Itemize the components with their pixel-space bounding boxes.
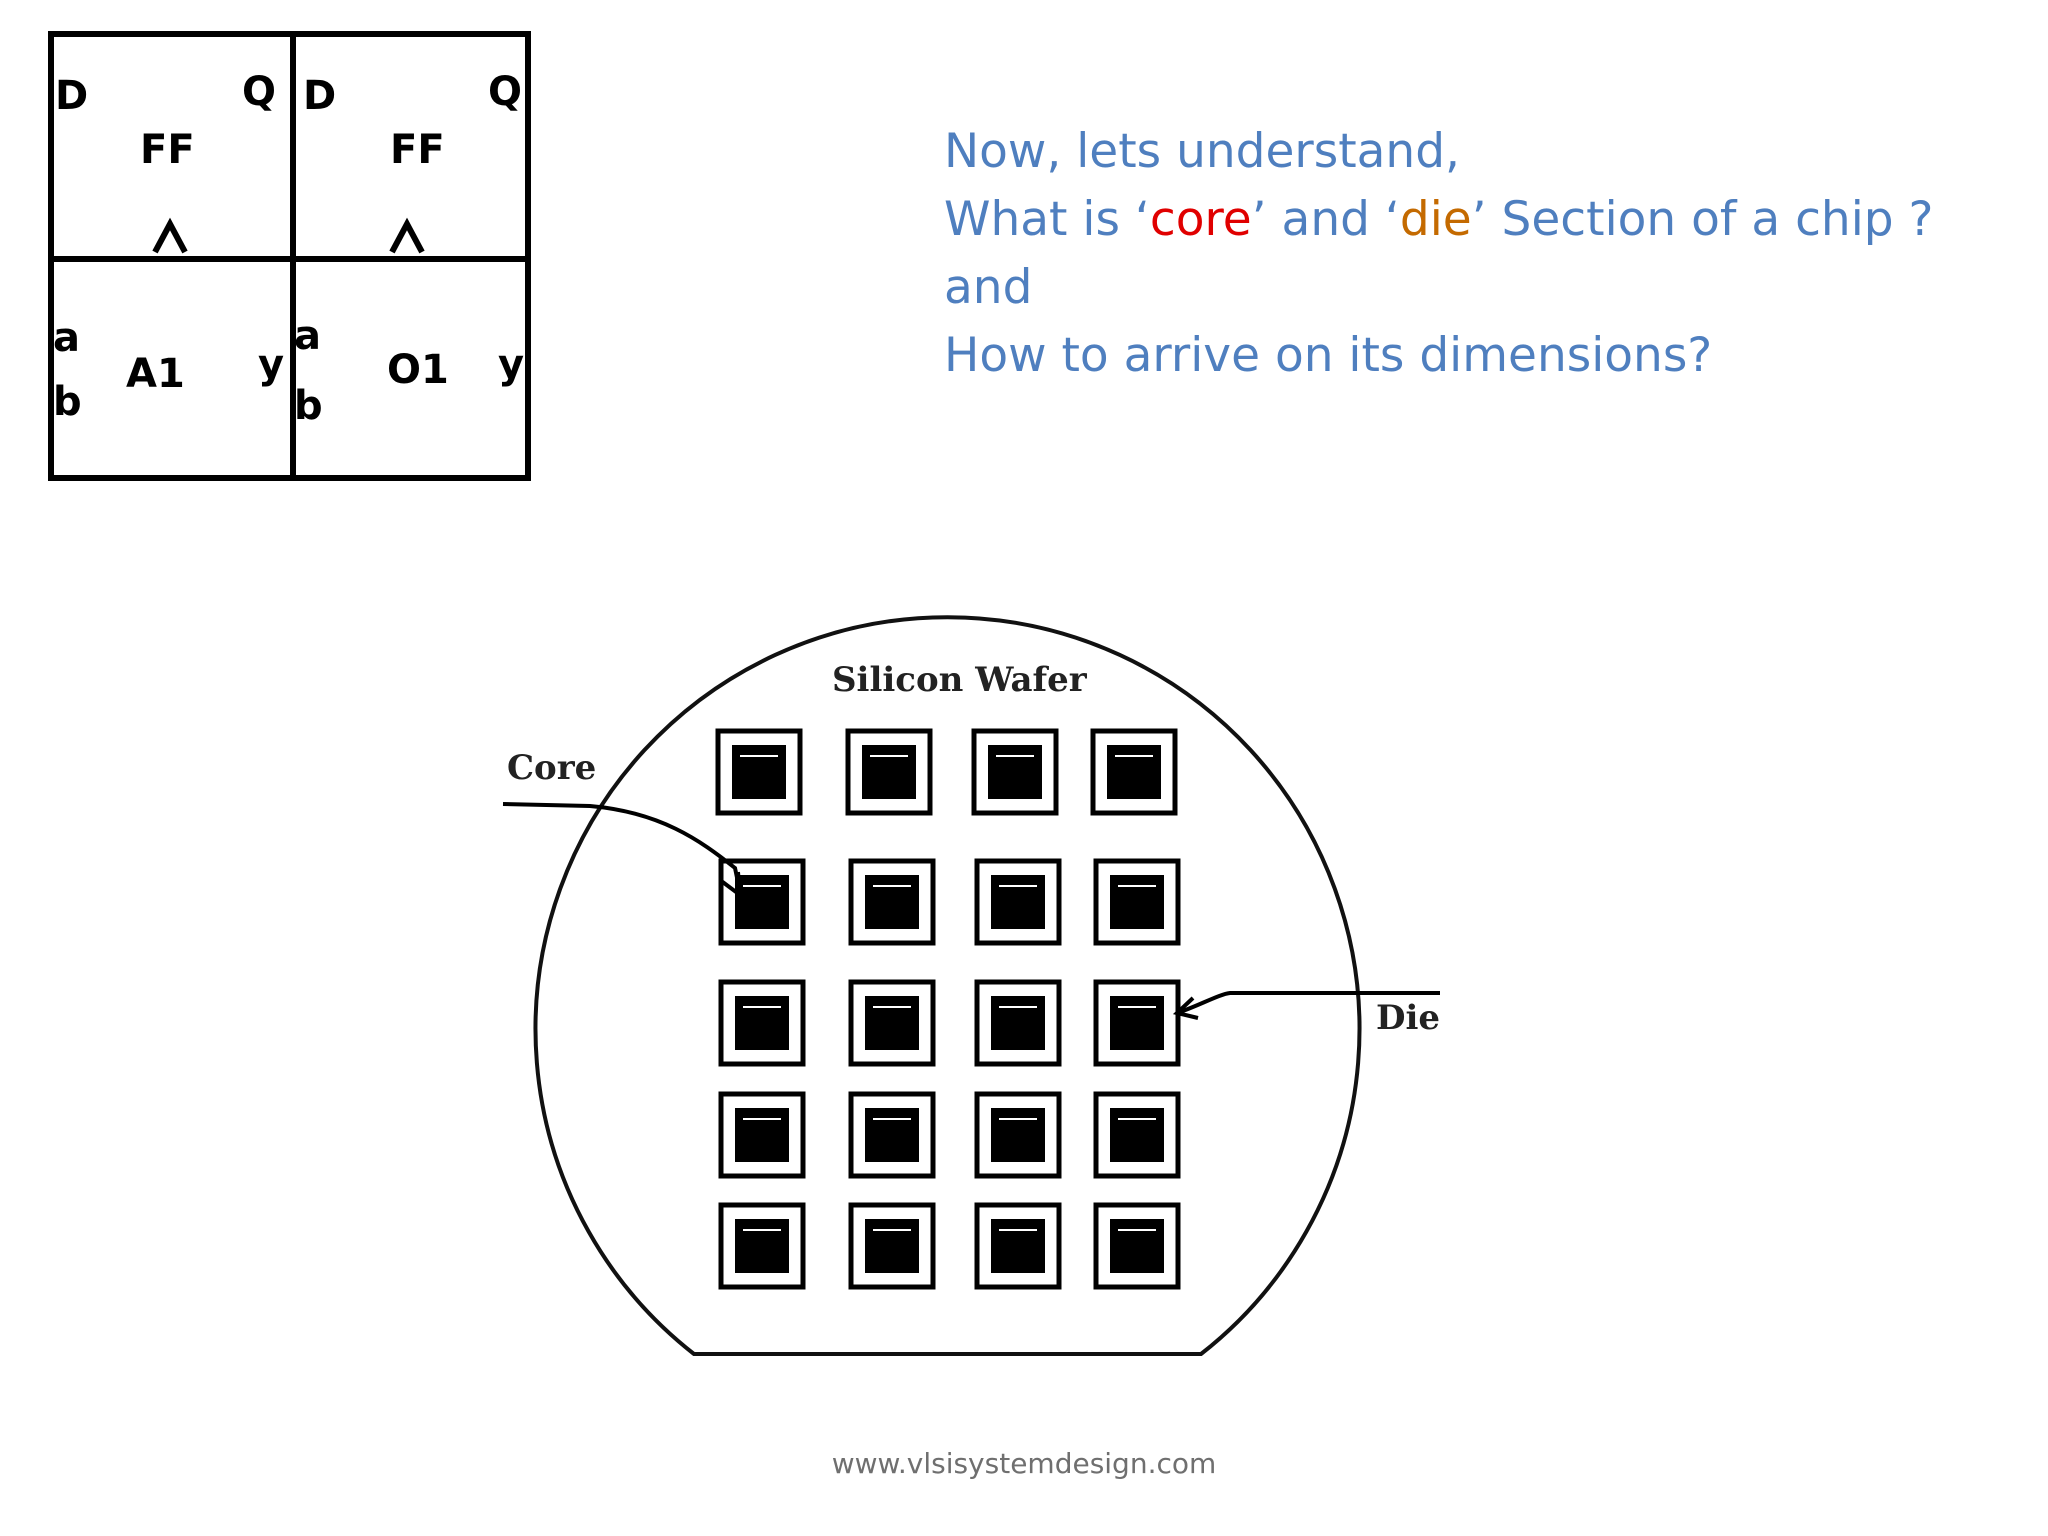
die (718, 858, 806, 946)
die-label: Die (1376, 998, 1441, 1038)
core (735, 1108, 789, 1162)
question-line-3: and (944, 260, 1033, 315)
core (1110, 1108, 1164, 1162)
ff1-d-pin: D (55, 73, 89, 119)
core (862, 745, 916, 799)
core (1110, 875, 1164, 929)
core (1107, 745, 1161, 799)
ff1-clock-icon (152, 217, 188, 254)
wafer-title: Silicon Wafer (832, 660, 1087, 700)
die (974, 979, 1062, 1067)
core (991, 875, 1045, 929)
die (718, 1091, 806, 1179)
die (1093, 1202, 1181, 1290)
die (848, 979, 936, 1067)
core (732, 745, 786, 799)
ff1-q-pin: Q (242, 69, 277, 115)
die (848, 1091, 936, 1179)
highlight-core: core (1149, 192, 1252, 247)
ff2-name: FF (390, 127, 445, 173)
question-line-2-prefix: What is ‘ (944, 192, 1150, 247)
die-arrowhead (1172, 996, 1199, 1020)
die (974, 1091, 1062, 1179)
a1-name: A1 (126, 351, 185, 397)
ff1-name: FF (140, 127, 195, 173)
ff2-q-pin: Q (488, 69, 523, 115)
die-grid (715, 728, 1181, 1290)
question-line-2-suffix: ’ Section of a chip ? (1471, 192, 1934, 247)
core (991, 996, 1045, 1050)
core-arrowhead (718, 871, 743, 900)
ff2-clock-icon (389, 217, 425, 254)
core (1110, 996, 1164, 1050)
a1-y-pin: y (258, 342, 285, 388)
o1-a-pin: a (294, 313, 321, 359)
die (848, 858, 936, 946)
die (1090, 728, 1178, 816)
die (1093, 858, 1181, 946)
cell-divider-horizontal (48, 256, 531, 262)
core (735, 1219, 789, 1273)
o1-b-pin: b (294, 383, 323, 429)
o1-name: O1 (387, 347, 449, 393)
die (971, 728, 1059, 816)
core-arrow (502, 802, 742, 893)
die (974, 1202, 1062, 1290)
wafer-outline (533, 615, 1362, 1356)
footer-url: www.vlsisystemdesign.com (831, 1447, 1217, 1480)
o1-y-pin: y (498, 342, 525, 388)
core (988, 745, 1042, 799)
die (845, 728, 933, 816)
highlight-die: die (1399, 192, 1472, 247)
question-line-2: What is ‘core’ and ‘die’ Section of a ch… (944, 186, 1934, 254)
core (865, 875, 919, 929)
cell-grid (48, 31, 531, 481)
core-label: Core (507, 748, 597, 788)
die (715, 728, 803, 816)
die (1093, 1091, 1181, 1179)
core (1110, 1219, 1164, 1273)
a1-a-pin: a (53, 315, 80, 361)
core (735, 875, 789, 929)
core (865, 1108, 919, 1162)
die-arrow (1179, 991, 1440, 1014)
core (865, 1219, 919, 1273)
a1-b-pin: b (53, 379, 82, 425)
core (865, 996, 919, 1050)
core (735, 996, 789, 1050)
die (718, 979, 806, 1067)
die (1093, 979, 1181, 1067)
die (848, 1202, 936, 1290)
question-line-2-mid: ’ and ‘ (1251, 192, 1400, 247)
ff2-d-pin: D (303, 73, 337, 119)
question-line-1: Now, lets understand, (944, 124, 1460, 179)
die (718, 1202, 806, 1290)
core (991, 1219, 1045, 1273)
question-text: Now, lets understand, What is ‘core’ and… (944, 118, 1934, 390)
core (991, 1108, 1045, 1162)
die (974, 858, 1062, 946)
question-line-4: How to arrive on its dimensions? (944, 328, 1713, 383)
